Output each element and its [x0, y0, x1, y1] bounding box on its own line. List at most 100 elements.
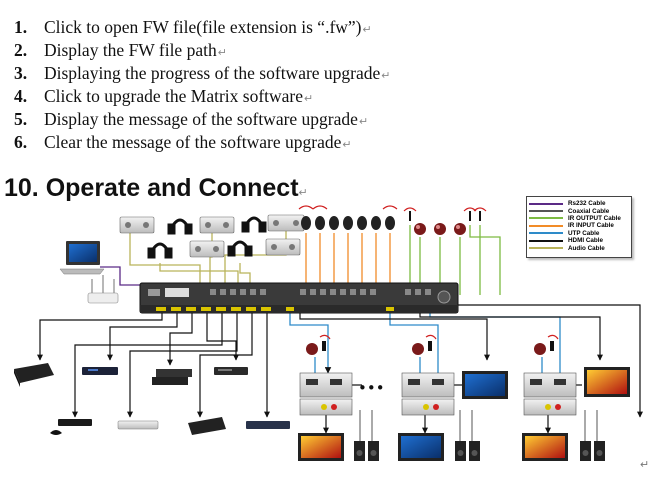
amplifier-icon — [189, 240, 225, 258]
tv-icon — [462, 371, 508, 399]
tv-icon — [584, 367, 630, 397]
speaker-icon — [594, 441, 605, 461]
step-number: 5. — [14, 109, 28, 129]
step-item: 4. Click to upgrade the Matrix software↵ — [14, 85, 391, 108]
step-number: 6. — [14, 132, 28, 152]
headphones-row — [147, 216, 267, 259]
step-text: Click to open FW file(file extension is … — [44, 17, 362, 37]
section-title: 10. Operate and Connect↵ — [4, 174, 308, 203]
step-item: 1. Click to open FW file(file extension i… — [14, 16, 391, 39]
set-top-box-icon — [246, 421, 290, 429]
paragraph-mark: ↵ — [358, 116, 369, 128]
legend-entry: IR INPUT Cable — [529, 222, 629, 229]
section-title-text: 10. Operate and Connect — [4, 174, 299, 202]
step-item: 6. Clear the message of the software upgr… — [14, 131, 391, 154]
paragraph-mark: ↵ — [342, 139, 352, 151]
paragraph-mark: ↵ — [217, 47, 227, 59]
speaker-icon — [368, 441, 379, 461]
step-text: Click to upgrade the Matrix software — [44, 86, 304, 106]
ir-receiver-icon — [312, 205, 328, 230]
legend-swatch — [529, 210, 563, 213]
speaker-icon — [354, 441, 365, 461]
step-text: Display the message of the software upgr… — [44, 109, 358, 129]
amplifier-row — [119, 214, 305, 258]
legend-label: Rs232 Cable — [568, 200, 606, 208]
speaker-icon — [469, 441, 480, 461]
headphones-icon — [241, 216, 267, 233]
hdbaset-receiver-icon — [401, 372, 455, 398]
ir-receiver-icon — [343, 216, 353, 230]
legend-label: Coaxial Cable — [568, 207, 610, 215]
step-text: Displaying the progress of the software … — [44, 63, 381, 83]
hdbaset-receiver-icon — [299, 372, 353, 398]
legend-entry: Rs232 Cable — [529, 200, 629, 207]
ir-receiver-icon — [329, 216, 339, 230]
laptop-icon — [59, 241, 105, 275]
coax-cables — [359, 410, 598, 443]
blu-ray-player-icon — [117, 420, 159, 430]
ir-receiver-icon — [298, 205, 314, 230]
game-console-icon — [188, 417, 226, 435]
headphones-icon — [227, 240, 253, 257]
legend-swatch — [529, 247, 563, 250]
legend-entry: Coaxial Cable — [529, 207, 629, 215]
matrix-port-row — [210, 289, 431, 295]
ir-emitter-icon — [473, 207, 487, 221]
receiver-station-3 — [522, 334, 630, 461]
connection-diagram: ••• — [14, 205, 643, 461]
amplifier-icon — [199, 216, 235, 234]
legend-label: Audio Cable — [568, 244, 605, 252]
router-icon — [87, 275, 119, 304]
ir-emitter-icon — [306, 334, 331, 355]
paragraph-mark: ↵ — [304, 93, 314, 105]
legend-swatch — [529, 202, 563, 205]
legend-swatch — [529, 217, 563, 220]
paragraph-mark: ↵ — [362, 24, 372, 36]
legend-label: IR INPUT Cable — [568, 222, 614, 230]
paragraph-mark: ↵ — [640, 459, 650, 471]
step-number: 2. — [14, 40, 28, 60]
step-text: Clear the message of the software upgrad… — [44, 132, 342, 152]
ir-receiver-icon — [382, 205, 398, 230]
cable-legend: Rs232 Cable Coaxial Cable IR OUTPUT Cabl… — [526, 196, 632, 258]
ellipsis-marker: ••• — [358, 379, 385, 397]
media-player-icon — [152, 369, 192, 385]
step-number: 1. — [14, 17, 28, 37]
tv-icon — [398, 433, 444, 461]
game-console-icon — [50, 419, 92, 435]
ir-emitter-icon — [463, 207, 477, 221]
legend-entry: Audio Cable — [529, 244, 629, 252]
legend-label: UTP Cable — [568, 229, 600, 237]
rs232-cable — [100, 266, 150, 286]
ir-emitter-icon — [534, 334, 559, 355]
amplifier-icon — [119, 216, 155, 234]
step-item: 3. Displaying the progress of the softwar… — [14, 62, 391, 85]
dvd-player-icon — [214, 367, 248, 375]
ir-receiver-icon — [371, 216, 381, 230]
ir-emitter-icon — [403, 207, 417, 221]
step-item: 2.Display the FW file path↵ — [14, 39, 391, 62]
paragraph-mark: ↵ — [298, 187, 308, 199]
receiver-station-1 — [298, 334, 379, 461]
ir-emitter-row — [403, 207, 487, 235]
legend-swatch — [529, 224, 563, 227]
step-number: 4. — [14, 86, 28, 106]
set-top-box-icon — [82, 367, 118, 375]
legend-swatch — [529, 232, 563, 235]
amplifier-icon — [265, 238, 301, 256]
step-number: 3. — [14, 63, 28, 83]
amplifier-icon — [267, 214, 305, 232]
game-console-icon — [14, 363, 54, 387]
ir-emitter-icon — [454, 223, 466, 235]
ir-emitter-icon — [434, 223, 446, 235]
source-devices — [14, 363, 290, 435]
hdbaset-receiver-icon — [523, 372, 577, 398]
legend-swatch — [529, 239, 563, 242]
ir-emitter-icon — [414, 223, 426, 235]
legend-entry: HDMI Cable — [529, 237, 629, 244]
hdmi-cables — [37, 304, 643, 434]
legend-label: IR OUTPUT Cable — [568, 214, 621, 222]
legend-label: HDMI Cable — [568, 237, 603, 245]
tv-icon — [522, 433, 568, 461]
speaker-icon — [580, 441, 591, 461]
